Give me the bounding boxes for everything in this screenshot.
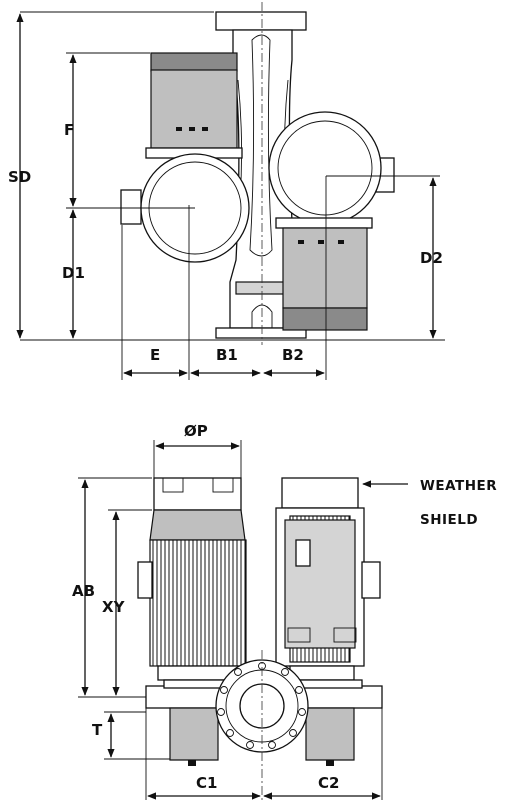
dim-label-f: F — [64, 121, 74, 139]
left-motor-front — [137, 477, 247, 681]
dim-label-b2: B2 — [282, 346, 304, 364]
dim-label-op: ØP — [184, 422, 208, 440]
dim-label-b1: B1 — [216, 346, 238, 364]
weather-shield-label-line2: SHIELD — [420, 512, 478, 528]
dim-label-sd: SD — [8, 168, 31, 186]
left-motor — [145, 52, 243, 159]
side-elevation-view: SD F D1 D2 E B1 B2 — [8, 2, 445, 380]
dim-label-ab: AB — [72, 582, 95, 600]
front-elevation-view: ØP WEATHER SHIELD — [72, 422, 497, 800]
dim-label-xy: XY — [102, 598, 126, 616]
dim-label-t: T — [92, 721, 103, 739]
right-motor-front — [275, 477, 381, 681]
weather-shield-label-line1: WEATHER — [420, 478, 497, 494]
dim-label-e: E — [150, 346, 160, 364]
right-volute — [268, 111, 395, 229]
dim-label-c1: C1 — [196, 774, 217, 792]
right-motor — [282, 227, 368, 331]
dim-label-c2: C2 — [318, 774, 339, 792]
dim-label-d1: D1 — [62, 264, 85, 282]
dim-label-d2: D2 — [420, 249, 443, 267]
